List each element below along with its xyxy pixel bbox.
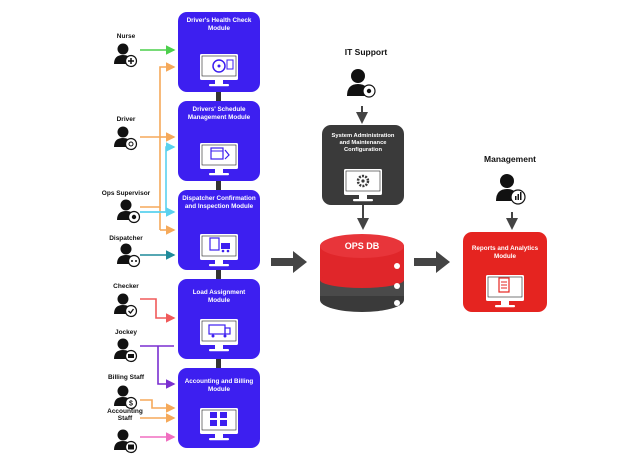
arrow-modules-to-db xyxy=(271,251,307,273)
actor-label-nurse: Nurse xyxy=(116,33,136,40)
accounting-staff-person-icon xyxy=(114,429,138,454)
link-jockey-accounting xyxy=(157,346,176,389)
actor-label-driver: Driver xyxy=(116,116,136,123)
monitor-icon xyxy=(199,53,239,87)
calendar-icon xyxy=(210,147,224,160)
module-dispatcher: Dispatcher Confirmation and Inspection M… xyxy=(178,190,260,230)
monitor-icon xyxy=(199,142,239,176)
monitor-icon xyxy=(199,407,239,441)
actor-label-billing-staff: Billing Staff xyxy=(107,374,145,381)
module-reports-box xyxy=(463,232,547,312)
module-load-box xyxy=(178,279,260,359)
module-title: Reports and Analytics Module xyxy=(471,245,539,260)
actor-label-dispatcher: Dispatcher xyxy=(109,235,143,242)
module-sysadmin-box xyxy=(322,125,404,205)
it-support-person-icon xyxy=(347,69,376,98)
driver-person-icon xyxy=(114,126,138,151)
management-label: Management xyxy=(484,154,536,164)
arrow-db-to-reports xyxy=(414,251,450,273)
module-schedule: Drivers' Schedule Management Module xyxy=(178,101,260,141)
actor-label-accounting-staff: Accounting Staff xyxy=(107,408,143,422)
jockey-person-icon xyxy=(114,338,138,363)
billing-staff-person-icon: $ xyxy=(114,385,138,410)
monitor-icon xyxy=(199,233,239,267)
module-dispatcher-box xyxy=(178,190,260,270)
nurse-person-icon xyxy=(114,43,138,68)
dollar-icon: $ xyxy=(129,401,133,408)
link-checker-load xyxy=(140,298,176,323)
ops-supervisor-person-icon xyxy=(117,199,141,224)
module-title: Driver's Health Check Module xyxy=(186,17,252,32)
module-title: Drivers' Schedule Management Module xyxy=(187,106,251,121)
monitor-icon xyxy=(485,274,525,308)
clipboard-icon xyxy=(209,237,220,251)
steering-wheel-icon xyxy=(212,59,226,73)
link-supervisor-schedule xyxy=(140,142,176,213)
actor-label-checker: Checker xyxy=(113,283,139,290)
monitor-icon xyxy=(343,168,383,202)
module-sysadmin: System Administration and Maintenance Co… xyxy=(322,128,404,168)
link-billing-accounting xyxy=(140,399,176,413)
monitor-icon xyxy=(199,318,239,352)
module-health-check: Driver's Health Check Module xyxy=(178,12,260,52)
gear-icon xyxy=(356,174,370,188)
link-driver-health xyxy=(140,62,176,138)
management-person-icon xyxy=(496,174,526,205)
truck-icon xyxy=(221,243,230,249)
it-support-label: IT Support xyxy=(344,47,388,57)
module-accounting-box xyxy=(178,368,260,448)
calculator-icon xyxy=(210,412,227,426)
module-accounting: Accounting and Billing Module xyxy=(178,373,260,403)
actor-label-jockey: Jockey xyxy=(114,329,138,336)
checker-person-icon xyxy=(114,293,138,318)
dispatcher-person-icon xyxy=(117,243,141,268)
module-title: Dispatcher Confirmation and Inspection M… xyxy=(182,195,256,210)
module-reports: Reports and Analytics Module xyxy=(463,240,547,270)
ops-db-cylinder xyxy=(320,234,404,312)
module-title: System Administration and Maintenance Co… xyxy=(331,133,395,153)
module-title: Load Assignment Module xyxy=(192,289,246,304)
module-title: Accounting and Billing Module xyxy=(184,378,254,393)
module-health-check-box xyxy=(178,12,260,92)
module-load: Load Assignment Module xyxy=(178,284,260,314)
actor-label-ops-supervisor: Ops Supervisor xyxy=(101,190,151,197)
ops-db-label: OPS DB xyxy=(344,241,380,251)
module-schedule-box xyxy=(178,101,260,181)
